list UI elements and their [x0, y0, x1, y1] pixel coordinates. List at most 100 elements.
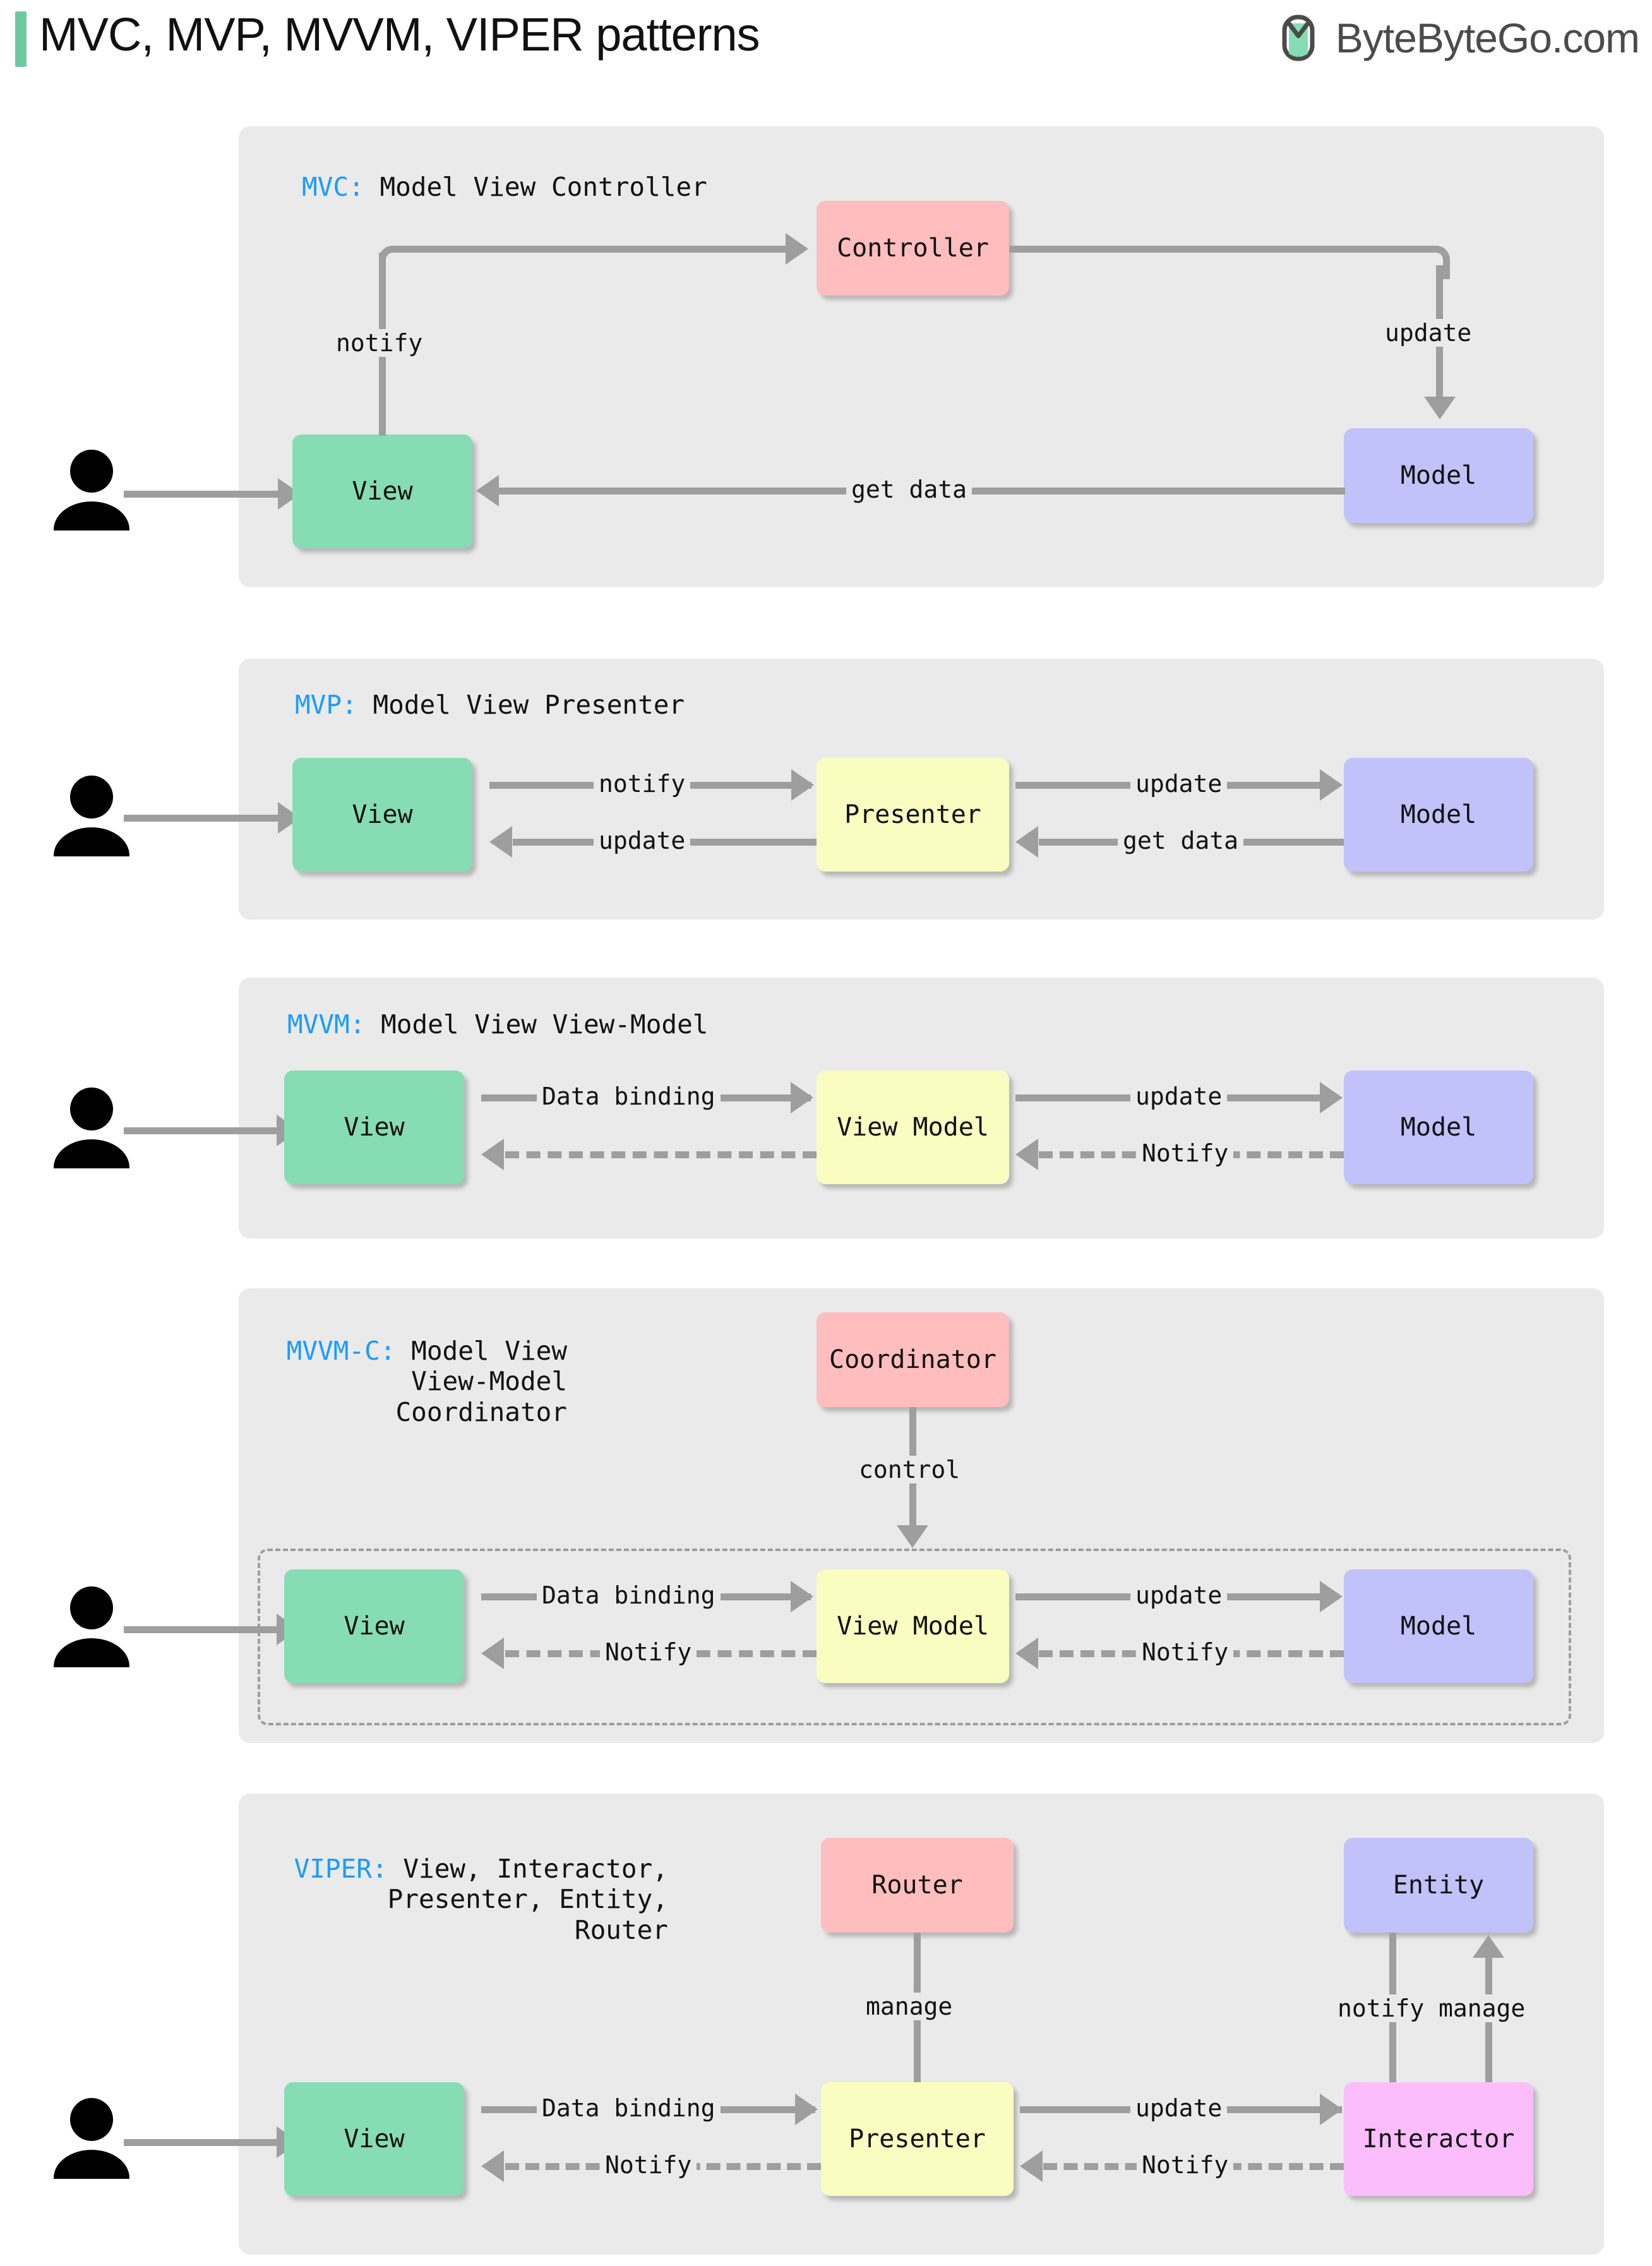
- caption-text-mvvmc-l2: View-Model: [411, 1366, 567, 1397]
- edge-notify-interactor-viper-arrowhead: [1020, 2150, 1043, 2182]
- node-mvc-controller[interactable]: Controller: [817, 201, 1009, 296]
- edge-update-mvvmc-arrowhead: [1320, 1581, 1343, 1612]
- node-mvvmc-view[interactable]: View: [284, 1569, 464, 1683]
- edge-label-update-mvvmc: update: [1130, 1581, 1228, 1609]
- edge-label-getdata-mvp: get data: [1118, 827, 1244, 854]
- caption-key-mvvm: MVVM:: [287, 1009, 366, 1040]
- edge-control-mvvmc-arrowhead: [897, 1525, 928, 1548]
- edge-user-view-mvp: [124, 815, 282, 822]
- node-label: View: [352, 477, 413, 506]
- edge-label-control-mvvmc: control: [854, 1456, 966, 1484]
- edge-databinding-viper-arrowhead: [795, 2094, 818, 2125]
- edge-label-notify-model-mvvm: Notify: [1137, 1139, 1234, 1167]
- user-body-icon: [54, 2150, 129, 2179]
- edge-manage-router-viper: [914, 1933, 921, 2116]
- page-header: MVC, MVP, MVVM, VIPER patterns ByteByteG…: [0, 0, 1652, 95]
- user-icon-mvc: [54, 450, 129, 531]
- user-icon-mvvm: [54, 1088, 129, 1168]
- node-mvvm-view[interactable]: View: [284, 1070, 464, 1184]
- user-head-icon: [70, 450, 113, 493]
- edge-label-update-mvc: update: [1380, 319, 1477, 347]
- caption-text-mvp: Model View Presenter: [373, 690, 685, 720]
- edge-notify-model-mvvm-arrowhead: [1015, 1139, 1038, 1170]
- edge-label-getdata-mvc: get data: [846, 476, 973, 503]
- node-label: Interactor: [1362, 2125, 1515, 2154]
- edge-manage-interactor-viper: [1485, 1958, 1492, 2141]
- edge-notify-view-mvvm-arrowhead: [481, 1139, 504, 1170]
- node-mvc-view[interactable]: View: [292, 435, 472, 548]
- edge-getdata-mvc-arrowhead: [476, 475, 499, 507]
- edge-label-notify-mvc: notify: [331, 329, 428, 357]
- user-body-icon: [54, 827, 129, 856]
- node-mvvmc-coordinator[interactable]: Coordinator: [817, 1312, 1009, 1407]
- node-label: View Model: [837, 1113, 989, 1142]
- node-label: Model: [1400, 1113, 1477, 1142]
- user-icon-mvvmc: [54, 1586, 129, 1667]
- user-head-icon: [70, 776, 113, 818]
- bytebytego-logo-icon: [1279, 15, 1326, 61]
- node-viper-router[interactable]: Router: [821, 1838, 1014, 1933]
- node-viper-interactor[interactable]: Interactor: [1344, 2082, 1533, 2196]
- page-title: MVC, MVP, MVVM, VIPER patterns: [39, 8, 760, 61]
- edge-update-mvc-arrowhead: [1424, 397, 1456, 419]
- edge-notify-view-mvvmc-arrowhead: [481, 1638, 504, 1669]
- node-label: Coordinator: [829, 1345, 997, 1374]
- node-mvvm-viewmodel[interactable]: View Model: [817, 1070, 1009, 1184]
- node-mvvm-model[interactable]: Model: [1344, 1070, 1533, 1184]
- user-icon-mvp: [54, 776, 129, 856]
- node-mvp-model[interactable]: Model: [1344, 758, 1533, 872]
- edge-notify-mvc-arrowhead: [786, 233, 808, 265]
- node-label: View Model: [837, 1612, 989, 1641]
- node-label: Presenter: [849, 2125, 986, 2154]
- edge-notify-presenter-viper-arrowhead: [481, 2150, 504, 2182]
- node-mvvmc-model[interactable]: Model: [1344, 1569, 1533, 1683]
- edge-label-databinding-viper: Data binding: [537, 2094, 721, 2122]
- caption-key-mvp: MVP:: [295, 690, 357, 720]
- edge-label-update2-mvp: update: [594, 827, 691, 854]
- caption-key-mvvmc: MVVM-C:: [286, 1336, 396, 1366]
- caption-mvvmc: MVVM-C: Model View View-Model Coordinato…: [239, 1336, 567, 1427]
- edge-manage-interactor-viper-arrowhead: [1473, 1935, 1504, 1958]
- edge-databinding-mvvm-arrowhead: [791, 1082, 813, 1113]
- edge-update-mvc-horizontal: [1009, 246, 1430, 253]
- caption-mvc: MVC: Model View Controller: [302, 172, 707, 202]
- node-mvp-view[interactable]: View: [292, 758, 472, 872]
- node-label: Controller: [837, 234, 989, 263]
- node-label: View: [344, 1113, 405, 1142]
- user-head-icon: [70, 1586, 113, 1629]
- edge-notify-mvc-horizontal: [402, 246, 788, 253]
- edge-update2-mvp-arrowhead: [489, 826, 512, 858]
- node-label: Model: [1400, 1612, 1477, 1641]
- mvvmc-group-boundary: [258, 1549, 1571, 1725]
- user-head-icon: [70, 1088, 113, 1130]
- user-body-icon: [54, 1139, 129, 1168]
- edge-label-manage-interactor-viper: manage: [1434, 1994, 1531, 2022]
- edge-notify-mvc-corner: [379, 246, 412, 279]
- node-mvvmc-viewmodel[interactable]: View Model: [817, 1569, 1009, 1683]
- node-label: Presenter: [844, 800, 981, 829]
- node-label: Entity: [1392, 1871, 1485, 1900]
- caption-text-mvvmc-l3: Coordinator: [395, 1396, 567, 1427]
- user-body-icon: [54, 501, 129, 531]
- node-viper-view[interactable]: View: [284, 2082, 464, 2196]
- edge-label-databinding-mvvm: Data binding: [537, 1082, 721, 1110]
- node-mvc-model[interactable]: Model: [1344, 428, 1533, 523]
- node-viper-entity[interactable]: Entity: [1344, 1838, 1533, 1933]
- edge-label-notify-view-mvvmc: Notify: [600, 1638, 697, 1666]
- node-mvp-presenter[interactable]: Presenter: [817, 758, 1009, 872]
- node-label: View: [344, 2125, 405, 2154]
- caption-key-mvc: MVC:: [302, 172, 364, 202]
- title-accent-bar: [15, 11, 27, 67]
- node-viper-presenter[interactable]: Presenter: [821, 2082, 1014, 2196]
- edge-update-mvp-arrowhead: [1320, 769, 1343, 801]
- caption-viper: VIPER: View, Interactor, Presenter, Enti…: [239, 1854, 668, 1945]
- edge-notify-view-mvvm: [505, 1151, 817, 1158]
- edge-user-view-mvvmc: [124, 1626, 280, 1633]
- edge-label-notify-model-mvvmc: Notify: [1137, 1638, 1234, 1666]
- brand-name: ByteByteGo.com: [1335, 15, 1640, 61]
- node-label: Model: [1400, 461, 1477, 490]
- user-head-icon: [70, 2098, 113, 2141]
- node-label: Model: [1400, 800, 1477, 829]
- edge-label-update-mvp: update: [1130, 770, 1228, 798]
- edge-label-manage-router-viper: manage: [861, 1993, 958, 2020]
